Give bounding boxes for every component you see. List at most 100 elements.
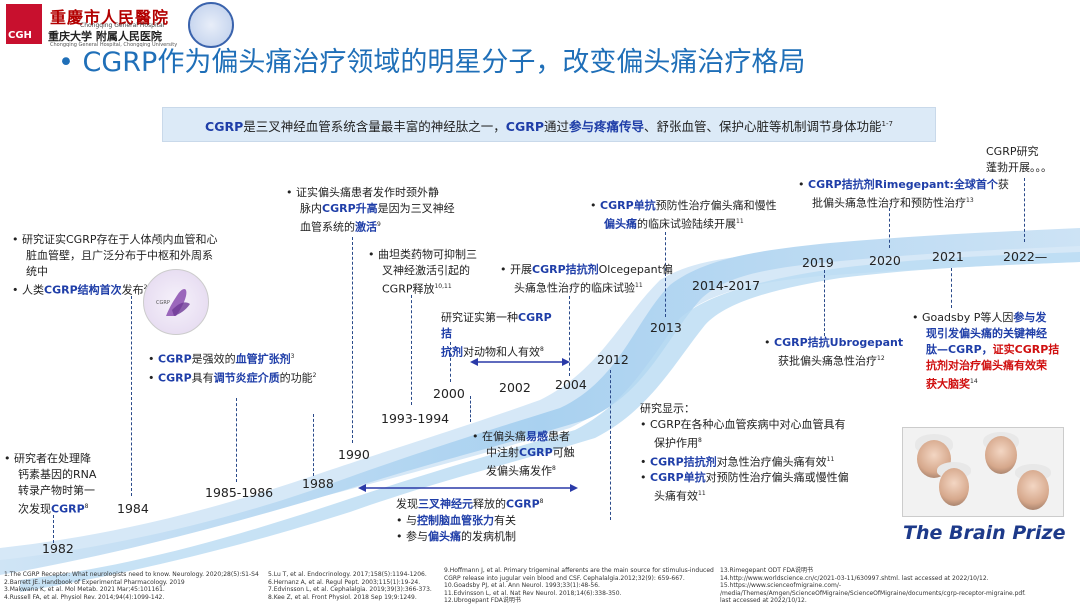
year-2019: 2019 — [802, 255, 834, 270]
event-2000-l2a: 抗剂 — [441, 346, 463, 359]
event-2002-l1c: 患者 — [548, 430, 570, 443]
arrow-1988-2004-right-head — [570, 484, 578, 492]
event-2002-ref: 8 — [552, 465, 556, 472]
event-2012-b3c: 头痛有效 — [654, 490, 698, 503]
event-1990: • 证实偏头痛患者发作时颈外静 脉内CGRP升高是因为三叉神经 血管系统的激活9 — [286, 185, 466, 236]
portrait-4 — [1017, 470, 1049, 510]
references-col4: 13.Rimegepant ODT FDA说明书 14.http://www.w… — [720, 567, 1026, 605]
year-2013: 2013 — [650, 320, 682, 335]
portrait-2 — [939, 468, 969, 506]
connector-2021 — [951, 268, 953, 308]
connector-2002 — [470, 396, 472, 422]
event-1990-l2a: 脉内 — [300, 202, 322, 215]
connector-1986 — [236, 398, 238, 482]
cgrp-molecule-image: CGRP — [143, 269, 209, 335]
connector-2022 — [1024, 178, 1026, 242]
event-1993-ref: 10,11 — [434, 283, 451, 290]
event-2004: • 开展CGRP拮抗剂Olcegepant偏 头痛急性治疗的临床试验11 — [500, 262, 680, 297]
year-1990: 1990 — [338, 447, 370, 462]
event-1984-b1a: 研究证实CGRP存在于人体颅内血管和心 — [22, 233, 217, 246]
event-2000: 研究证实第一种CGRP拮 抗剂对动物和人有效8 — [441, 310, 561, 361]
event-1993-l2: 叉神经激活引起的 — [368, 263, 488, 279]
event-2021: • Goadsby P等人因参与发 现引发偏头痛的关键神经 肽—CGRP，证实C… — [912, 310, 1077, 393]
molecule-label: CGRP — [156, 300, 170, 306]
event-2019: • CGRP拮抗Ubrogepant 获批偏头痛急性治疗12 — [764, 335, 904, 370]
ref-13: 13.Rimegepant ODT FDA说明书 — [720, 567, 1026, 575]
connector-1984 — [131, 296, 133, 496]
event-1988-b1pre: 与 — [406, 514, 417, 527]
year-1985-1986: 1985-1986 — [205, 485, 273, 500]
ref-2: 2.Barrett JE. Handbook of Experimental P… — [4, 579, 259, 587]
event-1993-l3: CGRP释放 — [382, 283, 434, 296]
year-1988: 1988 — [302, 476, 334, 491]
event-1982-line3: 转录产物时第一 — [4, 483, 114, 499]
event-2012-ref3: 11 — [698, 490, 706, 497]
event-1993: • 曲坦类药物可抑制三 叉神经激活引起的 CGRP释放10,11 — [368, 247, 488, 298]
ref-6: 6.Hernanz A, et al. Regul Pept. 2003;115… — [268, 579, 432, 587]
ref-11: 11.Edvinsson L, et al. Nat Rev Neurol. 2… — [444, 590, 714, 598]
event-2013-l2b: 的临床试验陆续开展 — [637, 218, 736, 231]
event-1986-ref2: 2 — [313, 372, 317, 379]
event-1988: 发现三叉神经元释放的CGRP8 • 与控制脑血管张力有关 • 参与偏头痛的发病机… — [382, 494, 602, 545]
event-1982: • 研究者在处理降 钙素基因的RNA 转录产物时第一 次发现CGRP8 — [4, 451, 114, 518]
event-2012: 研究显示： • CGRP在各种心血管疾病中对心血管具有 保护作用8 • CGRP… — [640, 401, 880, 505]
event-2020-ref: 13 — [966, 197, 974, 204]
event-2004-l1c: Olcegepant偏 — [599, 263, 673, 276]
event-2012-b3a: CGRP单抗 — [650, 471, 706, 484]
brain-prize-label: The Brain Prize — [903, 522, 1065, 544]
event-1988-h-hl1: 三叉神经元 — [418, 498, 473, 511]
event-2013-l2a: 偏头痛 — [604, 218, 637, 231]
event-1986-b2a: CGRP — [158, 371, 192, 384]
event-2022-l2: 蓬勃开展。。。 — [986, 160, 1078, 176]
event-2002-l2a: 中注射 — [486, 446, 519, 459]
event-1982-line4: 次发现 — [18, 503, 51, 516]
event-2004-ref: 11 — [635, 282, 643, 289]
ref-10: 10.Goadsby PJ, et al. Ann Neurol. 1993;3… — [444, 582, 714, 590]
event-1986-b1a: CGRP — [158, 353, 192, 366]
event-2020-l1b: 获 — [998, 178, 1009, 191]
event-1986-b1c: 血管扩张剂 — [236, 353, 291, 366]
year-2020: 2020 — [869, 253, 901, 268]
event-2012-ref2: 11 — [827, 456, 835, 463]
ref-7: 7.Edvinsson L, et al. Cephalalgia. 2019;… — [268, 586, 432, 594]
connector-1993 — [411, 295, 413, 405]
event-2002: • 在偏头痛易感患者 中注射CGRP可触 发偏头痛发作8 — [472, 429, 592, 480]
ref-15b: /media/Themes/Amgen/ScienceOfMigraine/Sc… — [720, 590, 1026, 598]
connector-2012 — [610, 370, 612, 520]
event-1988-h-mid: 释放的 — [473, 498, 506, 511]
ref-14: 14.http://www.worldscience.cn/c/2021-03-… — [720, 575, 1026, 583]
event-1990-ref: 9 — [377, 221, 381, 228]
event-2013-l1a: CGRP单抗 — [600, 199, 656, 212]
event-2021-ref: 14 — [970, 378, 978, 385]
portrait-3 — [985, 436, 1017, 474]
ref-15c: last accessed at 2022/10/12. — [720, 597, 1026, 605]
event-2012-head: 研究显示： — [640, 401, 880, 417]
event-1988-ref: 8 — [540, 498, 544, 505]
year-2014-2017: 2014-2017 — [692, 278, 760, 293]
year-1982: 1982 — [42, 541, 74, 556]
event-2004-l2: 头痛急性治疗的临床试验 — [514, 282, 635, 295]
year-2012: 2012 — [597, 352, 629, 367]
event-1986: • CGRP是强效的血管扩张剂3 • CGRP具有调节炎症介质的功能2 — [148, 349, 348, 386]
event-1986-b2c: 调节炎症介质 — [214, 371, 280, 384]
event-1982-line2: 钙素基因的RNA — [4, 467, 114, 483]
ref-15a: 15.https://www.scienceofmigraine.com/- — [720, 582, 1026, 590]
event-1982-cgrp: CGRP — [51, 503, 85, 516]
event-2012-b1a: CGRP在各种心血管疾病中对心血管具有 — [650, 418, 845, 431]
event-2022: CGRP研究 蓬勃开展。。。 — [986, 144, 1078, 176]
event-2012-b2b: 对急性治疗偏头痛有效 — [717, 455, 827, 468]
ref-9b: CGRP release into jugular vein blood and… — [444, 575, 714, 583]
brain-prize-photos — [902, 427, 1064, 517]
event-2013: • CGRP单抗预防性治疗偏头痛和慢性 偏头痛的临床试验陆续开展11 — [590, 198, 790, 233]
year-2002: 2002 — [499, 380, 531, 395]
event-2021-l3b: 证实CGRP拮 — [993, 343, 1060, 356]
event-1988-b2post: 的发病机制 — [461, 530, 516, 543]
event-1982-line1: 研究者在处理降 — [14, 452, 91, 465]
event-2020-l1a: CGRP拮抗剂Rimegepant:全球首个 — [808, 178, 998, 191]
ref-8: 8.Kee Z, et al. Front Physiol. 2018 Sep … — [268, 594, 432, 602]
ref-4: 4.Russell FA, et al. Physiol Rev. 2014;9… — [4, 594, 259, 602]
event-2002-l1b: 易感 — [526, 430, 548, 443]
event-1984-b2post: 发布 — [122, 284, 144, 297]
ref-3: 3.Makwana K, et al. Mol Metab. 2021 Mar;… — [4, 586, 259, 594]
event-1986-b2d: 的功能 — [280, 371, 313, 384]
